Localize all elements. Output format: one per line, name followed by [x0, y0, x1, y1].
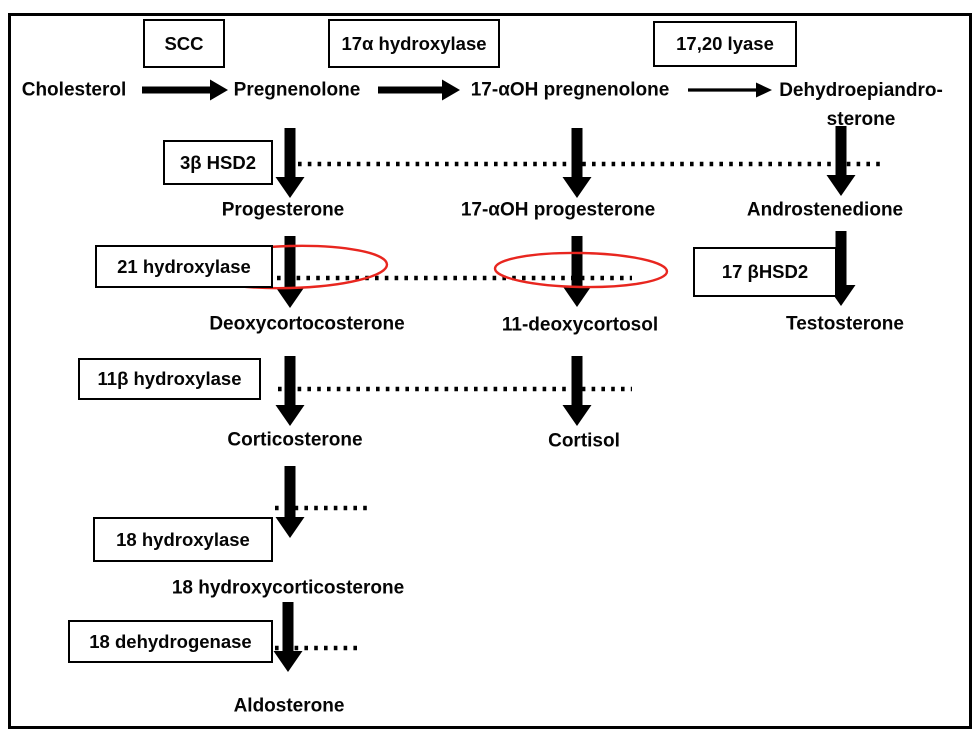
enzyme-box-scc: SCC — [143, 19, 225, 68]
enzyme-box-17b-hsd2: 17 βHSD2 — [693, 247, 837, 297]
arrow-deoxycortocosterone-to-corticosterone — [275, 356, 305, 426]
arrow-ohpregnenolone-to-dhea — [688, 82, 772, 98]
node-androstenedione: Androstenedione — [746, 199, 904, 221]
enzyme-box-3b-hsd2: 3β HSD2 — [163, 140, 273, 185]
node-aldosterone: Aldosterone — [233, 695, 345, 717]
arrow-deoxycortosol-to-cortisol — [562, 356, 592, 426]
arrow-dhea-to-androstenedione — [826, 126, 856, 196]
node-testosterone: Testosterone — [786, 313, 904, 335]
node-dehydroepiandrosterone: Dehydroepiandro- sterone — [756, 76, 966, 134]
arrow-progesterone-to-deoxycortocosterone — [275, 236, 305, 308]
enzyme-box-1720-lyase: 17,20 lyase — [653, 21, 797, 67]
node-deoxycortocosterone: Deoxycortocosterone — [209, 313, 405, 335]
arrow-pregnenolone-to-ohpregnenolone — [378, 79, 460, 101]
diagram-border — [8, 13, 972, 729]
node-corticosterone: Corticosterone — [227, 429, 363, 451]
arrow-ohpregnenolone-to-ohprogesterone — [562, 128, 592, 198]
enzyme-box-11b-hydroxylase: 11β hydroxylase — [78, 358, 261, 400]
enzyme-box-18-dehydrogenase: 18 dehydrogenase — [68, 620, 273, 663]
enzyme-box-17a-hydroxylase: 17α hydroxylase — [328, 19, 500, 68]
arrow-corticosterone-to-18hydroxycorticosterone — [275, 466, 305, 538]
arrow-18hydroxycorticosterone-to-aldosterone — [273, 602, 303, 672]
node-17aoh-pregnenolone: 17-αOH pregnenolone — [470, 79, 670, 101]
deficiency-circle-21hydroxylase-right — [493, 251, 669, 289]
node-cortisol: Cortisol — [548, 430, 620, 452]
node-11-deoxycortosol: 11-deoxycortosol — [501, 314, 659, 336]
node-cholesterol: Cholesterol — [21, 79, 127, 101]
node-dhea-line2: sterone — [826, 109, 896, 130]
arrow-pregnenolone-to-progesterone — [275, 128, 305, 198]
enzyme-box-18-hydroxylase: 18 hydroxylase — [93, 517, 273, 562]
arrow-cholesterol-to-pregnenolone — [142, 79, 228, 101]
enzyme-box-21-hydroxylase: 21 hydroxylase — [95, 245, 273, 288]
node-progesterone: Progesterone — [221, 199, 345, 221]
node-17aoh-progesterone: 17-αOH progesterone — [460, 199, 656, 221]
node-pregnenolone: Pregnenolone — [233, 79, 361, 101]
arrow-ohprogesterone-to-deoxycortosol — [562, 236, 592, 307]
node-18-hydroxycorticosterone: 18 hydroxycorticosterone — [171, 577, 405, 599]
node-dhea-line1: Dehydroepiandro- — [779, 80, 943, 101]
